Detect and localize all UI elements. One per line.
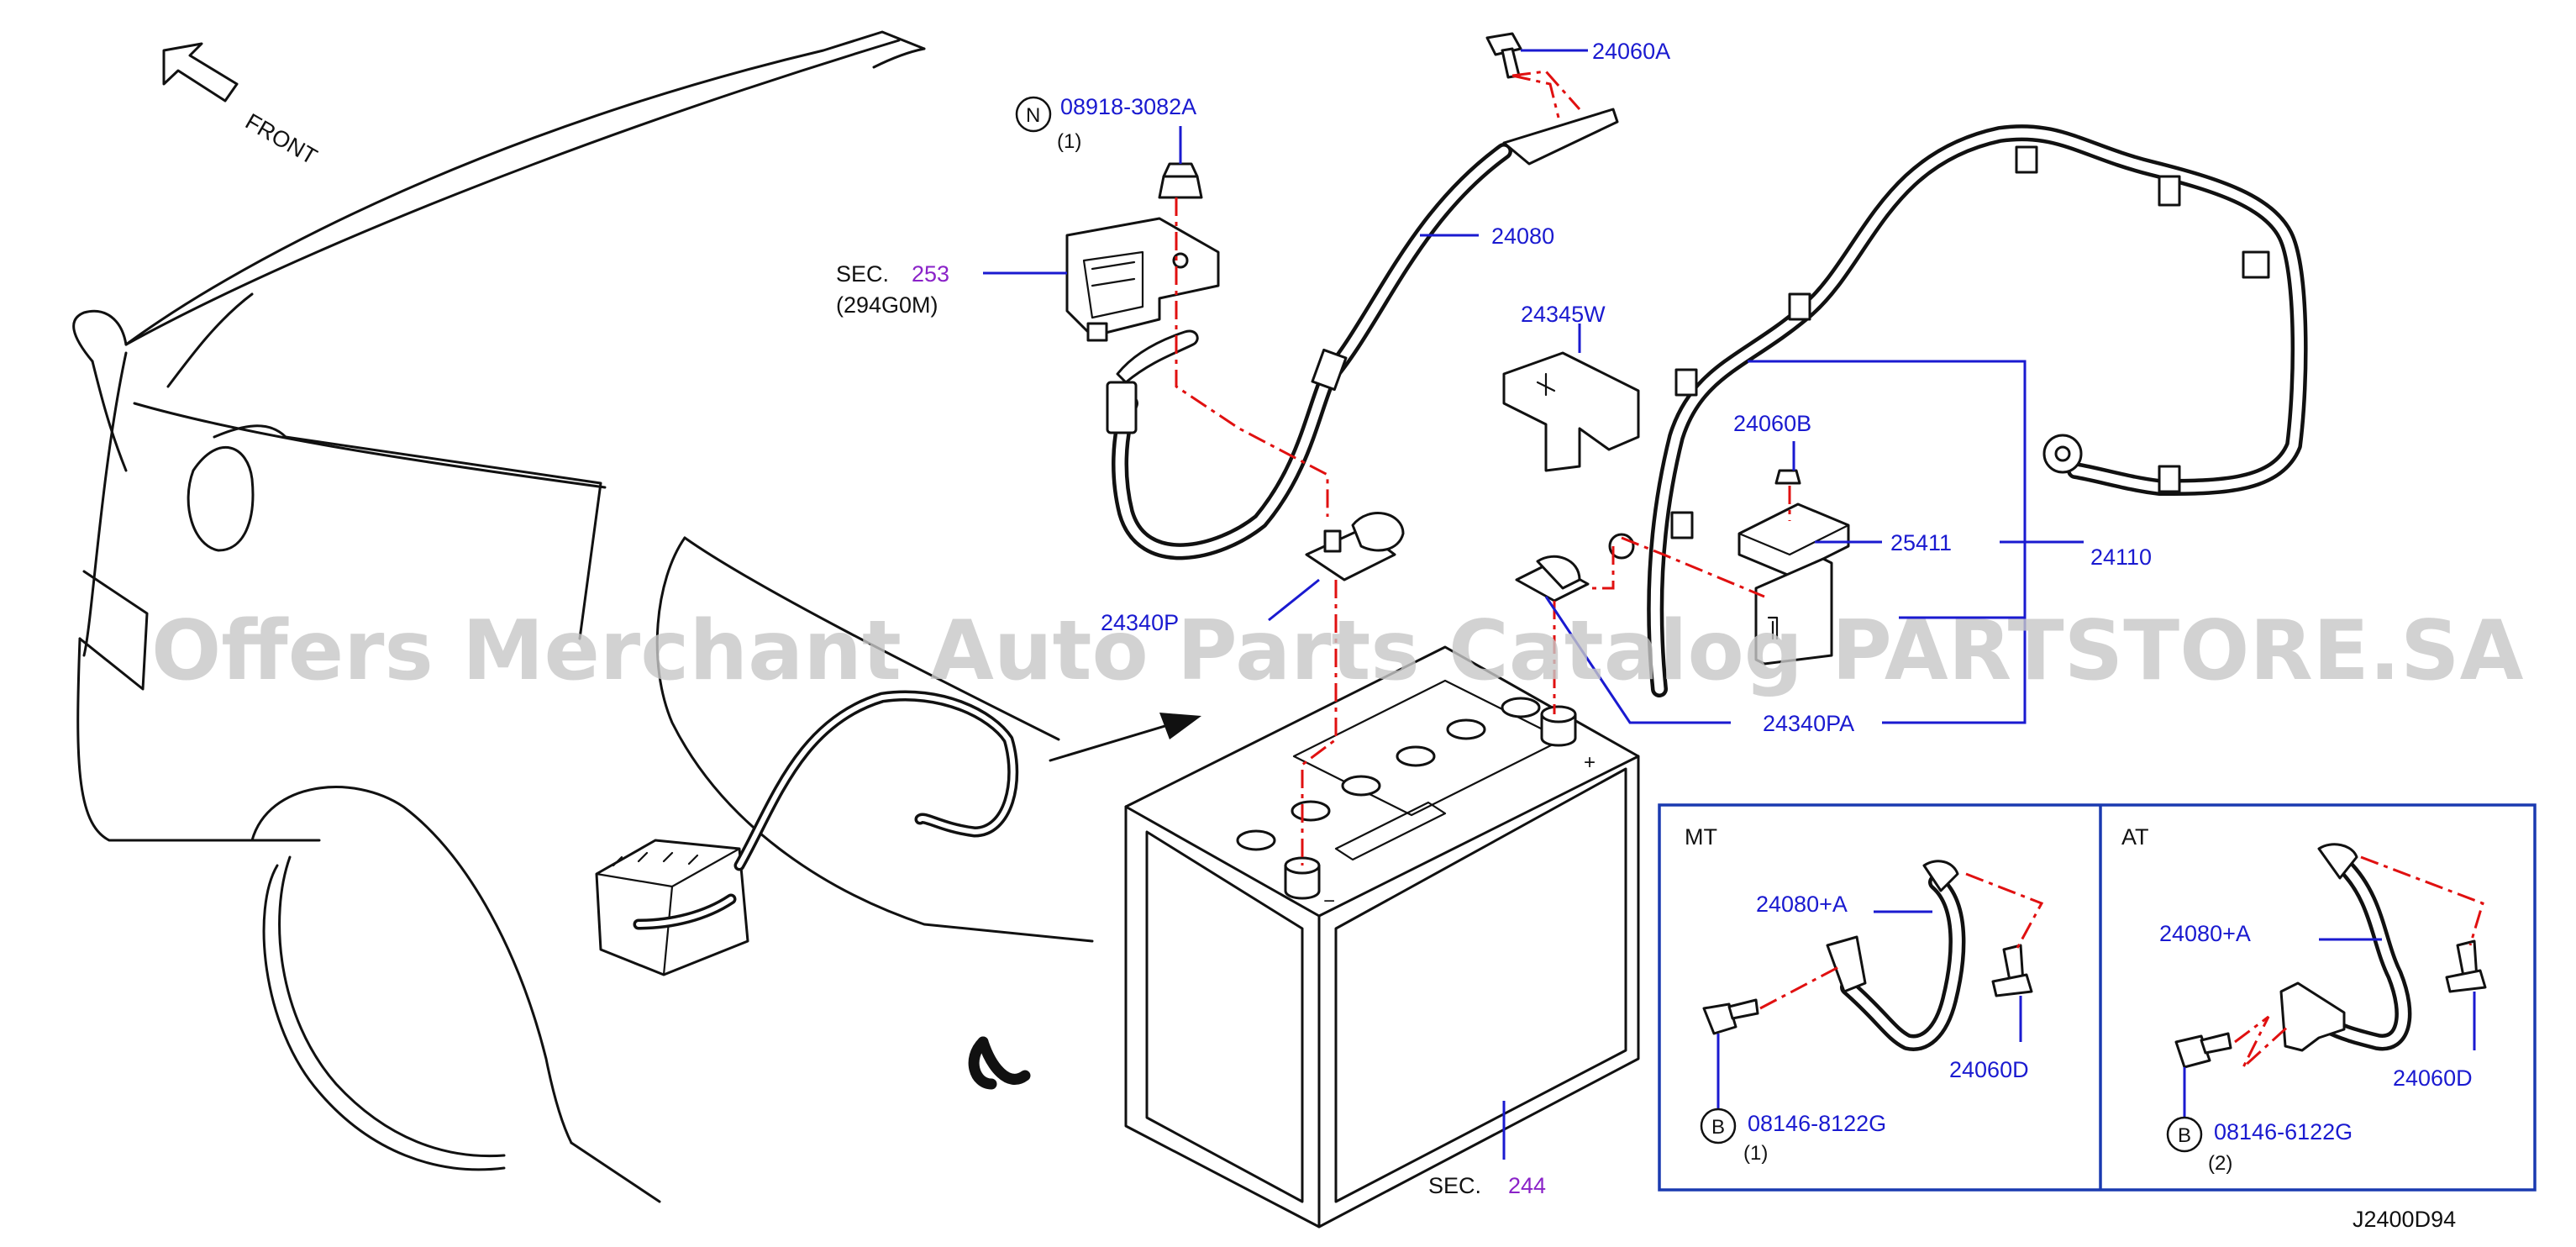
nut-08918 xyxy=(1158,162,1203,199)
inset-mt: MT B 24080+A 24060D 08146-8122G (1) xyxy=(1685,824,2044,1165)
callout-sec244-num: 244 xyxy=(1508,1173,1546,1198)
callout-sec253-num: 253 xyxy=(912,261,949,287)
inset-frame xyxy=(1658,803,2537,1192)
callout-24340pa: 24340PA xyxy=(1763,711,1854,736)
front-label: FRONT xyxy=(241,108,322,169)
callout-sec253-sub: (294G0M) xyxy=(836,292,938,318)
callout-24110: 24110 xyxy=(2090,545,2152,570)
callout-25411: 25411 xyxy=(1890,530,1952,555)
inset-at-bolt: 24060D xyxy=(2393,1065,2473,1091)
callout-08918-qty: (1) xyxy=(1057,130,1081,153)
callout-08918-3082a: 08918-3082A xyxy=(1060,94,1196,119)
callout-symbol-n: N xyxy=(1015,96,1052,133)
inset-at-title: AT xyxy=(2121,824,2149,850)
svg-text:N: N xyxy=(1026,104,1040,127)
callout-24340p: 24340P xyxy=(1101,610,1179,635)
fusible-link-25411 xyxy=(1737,469,1850,666)
inset-at: AT B 24080+A 24060D 08146-6122G (2) xyxy=(2121,824,2487,1175)
callout-sec244-prefix: SEC. xyxy=(1428,1173,1481,1198)
negative-cable-24080 xyxy=(1106,108,1619,560)
phantom-lines xyxy=(1175,70,1791,866)
inset-at-cable: 24080+A xyxy=(2159,921,2251,946)
positive-terminal-clamp xyxy=(1515,533,1635,602)
front-arrow-icon xyxy=(162,42,239,103)
negative-terminal-clamp xyxy=(1305,512,1405,581)
inset-mt-title: MT xyxy=(1685,824,1717,850)
watermark: Offers Merchant Auto Parts Catalog PARTS… xyxy=(151,603,2524,699)
callout-leaders xyxy=(983,49,2084,1160)
inset-mt-fastener: 08146-8122G xyxy=(1748,1111,1886,1136)
callout-sec253-prefix: SEC. xyxy=(836,261,889,287)
callout-24060a: 24060A xyxy=(1592,39,1670,64)
battery-sensor xyxy=(1065,217,1220,342)
inset-mt-qty: (1) xyxy=(1743,1142,1768,1165)
positive-cable-24110 xyxy=(1647,124,2308,697)
callout-24345w: 24345W xyxy=(1521,302,1606,327)
bolt-24060a xyxy=(1485,32,1522,79)
callout-24060b: 24060B xyxy=(1733,411,1811,436)
vehicle-outline xyxy=(72,30,1094,1203)
diagram-code: J2400D94 xyxy=(2353,1207,2456,1232)
svg-text:+: + xyxy=(1584,751,1596,774)
view-pointer-arrow-icon xyxy=(1049,713,1201,762)
terminal-cover-24345w xyxy=(1502,351,1640,472)
inset-at-fastener: 08146-6122G xyxy=(2214,1119,2353,1144)
inset-mt-cable: 24080+A xyxy=(1756,892,1848,917)
main-battery: + − xyxy=(1124,645,1640,1229)
inset-at-symbol: B xyxy=(2178,1124,2191,1147)
engine-bay-battery xyxy=(595,690,1031,1090)
inset-mt-bolt: 24060D xyxy=(1949,1057,2029,1082)
negative-post xyxy=(1284,864,1321,900)
inset-at-qty: (2) xyxy=(2208,1152,2232,1175)
callout-24080: 24080 xyxy=(1491,224,1554,249)
svg-text:−: − xyxy=(1323,890,1335,913)
inset-mt-symbol: B xyxy=(1711,1116,1725,1139)
